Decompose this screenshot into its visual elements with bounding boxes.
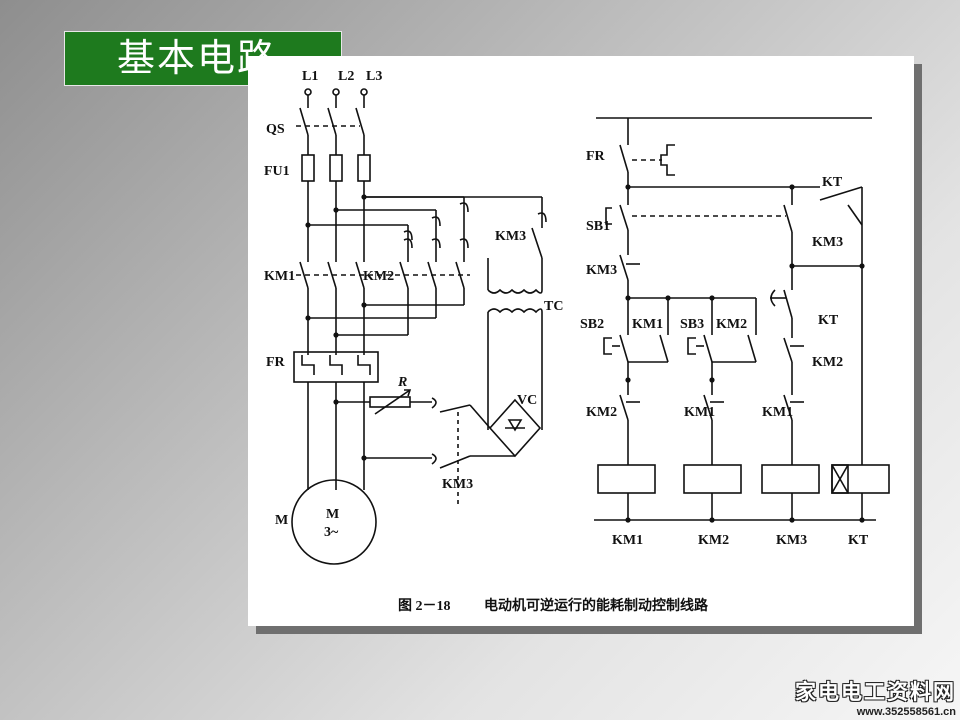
label-km1-interlock: KM1: [684, 405, 715, 420]
circuit-diagram: L1 L2 L3 QS FU1 KM1 KM2 KM3 TC FR R VC K…: [264, 69, 890, 614]
watermark: 家电电工资料网 www.352558561.cn: [795, 676, 956, 718]
figure-caption: 电动机可逆运行的能耗制动控制线路: [484, 597, 709, 614]
coil-label-km3: KM3: [776, 533, 807, 548]
label-km2-interlock: KM2: [586, 405, 617, 420]
coil-label-kt: KT: [848, 533, 869, 548]
label-m: M: [275, 513, 288, 528]
label-sb3: SB3: [680, 317, 704, 332]
label-kt-mid: KT: [818, 313, 839, 328]
figure-number: 图 2－18: [398, 598, 451, 614]
label-km3-ctrl: KM3: [586, 263, 617, 278]
label-km1-interlock-2: KM1: [762, 405, 793, 420]
dc-injection: [336, 389, 471, 505]
label-km2-main: KM2: [363, 269, 394, 284]
label-fr-main: FR: [266, 355, 286, 370]
label-fu1: FU1: [264, 164, 290, 179]
label-qs: QS: [266, 122, 285, 137]
watermark-site-name: 家电电工资料网: [795, 680, 956, 704]
label-km2-aux: KM2: [716, 317, 747, 332]
label-l1: L1: [302, 69, 318, 84]
label-km3-right: KM3: [812, 235, 843, 250]
coil-label-km2: KM2: [698, 533, 729, 548]
coil-label-km1: KM1: [612, 533, 643, 548]
label-l2: L2: [338, 69, 354, 84]
label-fr-ctrl: FR: [586, 149, 606, 164]
label-vc: VC: [517, 393, 537, 408]
label-km3-main: KM3: [495, 229, 526, 244]
junction-dots: [305, 184, 865, 523]
watermark-url: www.352558561.cn: [856, 706, 956, 718]
label-l3: L3: [366, 69, 382, 84]
label-km1-main: KM1: [264, 269, 295, 284]
transformer-branch: [364, 196, 547, 458]
motor-label-m: M: [326, 507, 339, 522]
power-lines: [291, 88, 470, 565]
control-circuit: [594, 117, 890, 521]
label-tc: TC: [544, 299, 563, 314]
diagram-panel: L1 L2 L3 QS FU1 KM1 KM2 KM3 TC FR R VC K…: [248, 56, 914, 626]
label-km3-dc: KM3: [442, 477, 473, 492]
label-kt-top: KT: [822, 175, 843, 190]
label-sb2: SB2: [580, 317, 604, 332]
km2-branch: [308, 196, 469, 336]
label-r: R: [397, 375, 407, 390]
motor-label-3phase: 3~: [324, 525, 339, 540]
label-km2-right: KM2: [812, 355, 843, 370]
label-km1-aux: KM1: [632, 317, 663, 332]
label-sb1: SB1: [586, 219, 610, 234]
